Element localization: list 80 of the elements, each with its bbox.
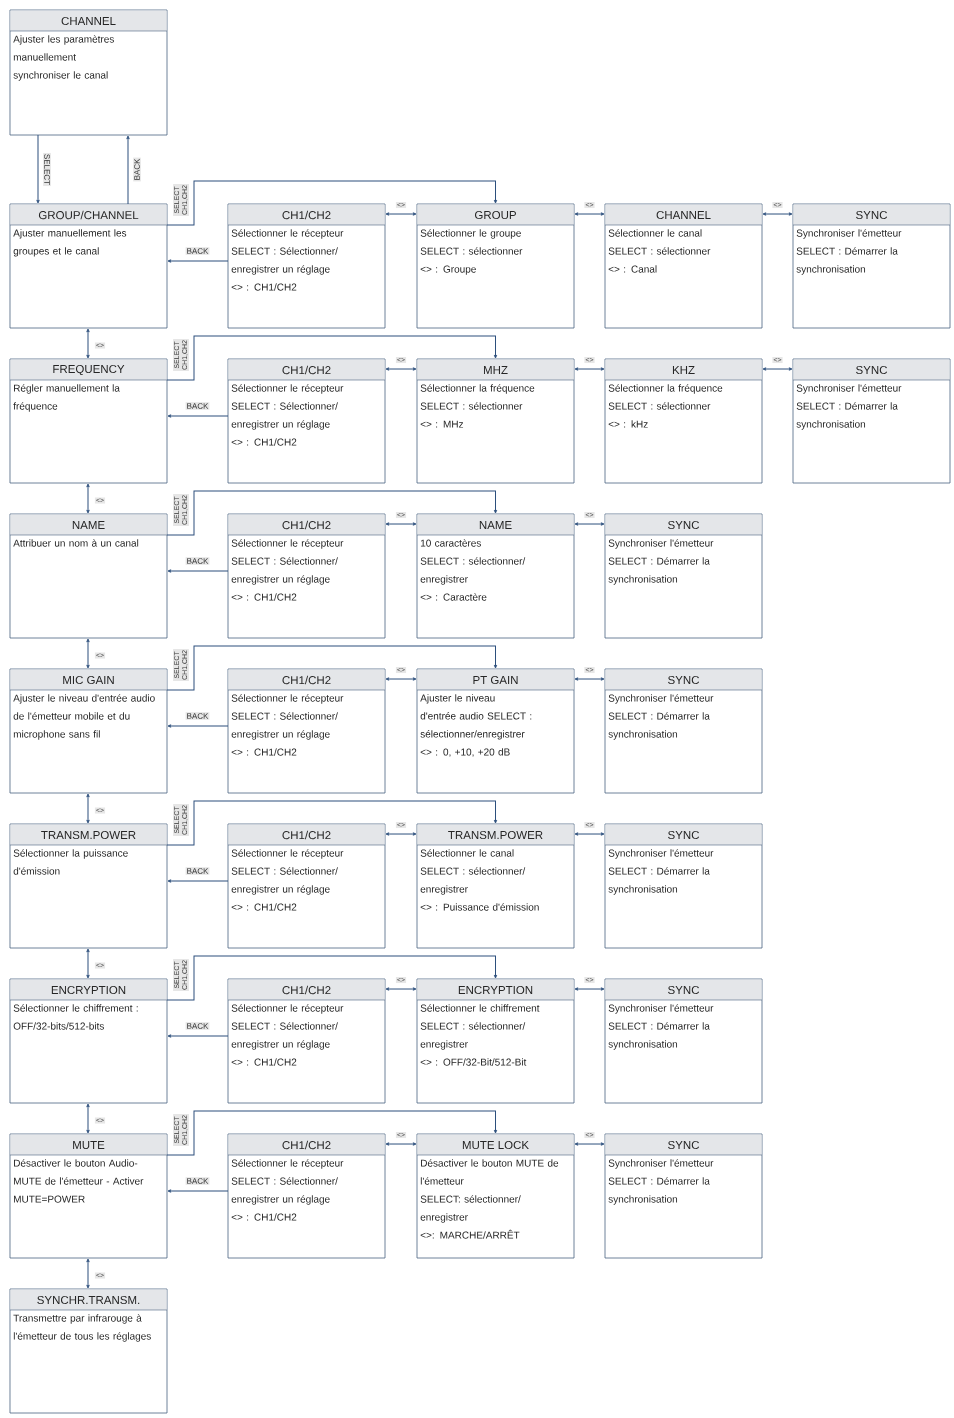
menu-box: SYNCHR.TRANSM. Transmettre par infrarouge à l'émetteur de tous les réglages xyxy=(9,1288,168,1414)
arrow xyxy=(385,367,417,371)
arrow xyxy=(574,832,605,836)
menu-box: CH1/CH2 Sélectionner le récepteur SELECT : Sélectionner/ enregistrer un réglage <> : CH1/CH2 xyxy=(227,358,386,484)
menu-box: CHANNEL Sélectionner le canal SELECT : sélectionner <> : Canal xyxy=(604,203,763,329)
arrow xyxy=(86,793,90,824)
menu-box: SYNC Synchroniser l'émetteur SELECT : Démarrer la synchronisation xyxy=(604,668,763,794)
menu-box: SYNC Synchroniser l'émetteur SELECT : Démarrer la synchronisation xyxy=(792,203,951,329)
menu-box: MUTE Désactiver le bouton Audio-MUTE de l'émetteur - Activer MUTE=POWER xyxy=(9,1133,168,1259)
edge-label: BACK xyxy=(185,557,210,565)
arrow xyxy=(574,1142,605,1146)
menu-box: ENCRYPTION Sélectionner le chiffrement SELECT : sélectionner/ enregistrer <> : OFF/32-Bit/512-Bit xyxy=(416,978,575,1104)
edge-label: BACK xyxy=(185,1177,210,1185)
arrow xyxy=(167,414,229,418)
arrow xyxy=(86,948,90,979)
arrow xyxy=(166,955,498,1001)
menu-box: KHZ Sélectionner la fréquence SELECT : sélectionner <> : kHz xyxy=(604,358,763,484)
edge-label: BACK xyxy=(185,402,210,410)
menu-box: PT GAIN Ajuster le niveau d'entrée audio SELECT : sélectionner/enregistrer <> : 0, +10, +20 dB xyxy=(416,668,575,794)
arrow xyxy=(574,677,605,681)
arrow xyxy=(762,367,793,371)
arrow xyxy=(385,987,417,991)
menu-box: GROUP/CHANNEL Ajuster manuellement les groupes et le canal xyxy=(9,203,168,329)
edge-label: BACK xyxy=(185,247,210,255)
arrow xyxy=(86,1103,90,1134)
arrow xyxy=(385,832,417,836)
arrow xyxy=(166,800,498,846)
edge-label: SELECT xyxy=(43,152,51,187)
arrow xyxy=(86,1258,90,1289)
menu-box: CHANNEL Ajuster les paramètres manuellement synchroniser le canal xyxy=(9,9,168,136)
arrow xyxy=(167,1034,229,1038)
arrow xyxy=(166,335,498,381)
edge-label: BACK xyxy=(133,157,141,182)
menu-box: SYNC Synchroniser l'émetteur SELECT : Démarrer la synchronisation xyxy=(604,513,763,639)
arrow xyxy=(167,724,229,728)
arrow xyxy=(574,212,605,216)
arrow xyxy=(574,987,605,991)
arrow xyxy=(86,638,90,669)
arrow xyxy=(167,1189,229,1193)
arrow xyxy=(166,180,498,226)
arrow xyxy=(86,328,90,359)
menu-box: CH1/CH2 Sélectionner le récepteur SELECT : Sélectionner/ enregistrer un réglage <> : CH1/CH2 xyxy=(227,1133,386,1259)
arrow xyxy=(385,522,417,526)
menu-box: FREQUENCY Régler manuellement la fréquence xyxy=(9,358,168,484)
arrow xyxy=(167,259,229,263)
menu-box: SYNC Synchroniser l'émetteur SELECT : Démarrer la synchronisation xyxy=(604,1133,763,1259)
arrow xyxy=(166,490,498,536)
menu-box: NAME Attribuer un nom à un canal xyxy=(9,513,168,639)
arrow xyxy=(574,522,605,526)
arrow xyxy=(385,677,417,681)
arrow xyxy=(762,212,793,216)
edge-label: BACK xyxy=(185,867,210,875)
menu-box: SYNC Synchroniser l'émetteur SELECT : Démarrer la synchronisation xyxy=(604,978,763,1104)
menu-box: NAME 10 caractères SELECT : sélectionner/ enregistrer <> : Caractère xyxy=(416,513,575,639)
arrow xyxy=(385,1142,417,1146)
arrow xyxy=(126,135,130,205)
menu-box: SYNC Synchroniser l'émetteur SELECT : Démarrer la synchronisation xyxy=(792,358,951,484)
menu-box: CH1/CH2 Sélectionner le récepteur SELECT : Sélectionner/ enregistrer un réglage <> : CH1/CH2 xyxy=(227,978,386,1104)
arrow xyxy=(574,367,605,371)
arrow xyxy=(385,212,417,216)
menu-box: GROUP Sélectionner le groupe SELECT : sélectionner <> : Groupe xyxy=(416,203,575,329)
menu-box: CH1/CH2 Sélectionner le récepteur SELECT : Sélectionner/ enregistrer un réglage <> : CH1/CH2 xyxy=(227,513,386,639)
menu-box: MUTE LOCK Désactiver le bouton MUTE de l'émetteur SELECT: sélectionner/ enregistrer <>: MARCHE/ARRÊT xyxy=(416,1133,575,1259)
menu-box: CH1/CH2 Sélectionner le récepteur SELECT : Sélectionner/ enregistrer un réglage <> : CH1/CH2 xyxy=(227,203,386,329)
arrow xyxy=(166,645,498,691)
menu-box: ENCRYPTION Sélectionner le chiffrement : OFF/32-bits/512-bits xyxy=(9,978,168,1104)
arrow xyxy=(167,879,229,883)
edge-label: BACK xyxy=(185,1022,210,1030)
menu-box: TRANSM.POWER Sélectionner le canal SELECT : sélectionner/ enregistrer <> : Puissance d'émission xyxy=(416,823,575,949)
menu-box: TRANSM.POWER Sélectionner la puissance d'émission xyxy=(9,823,168,949)
arrow xyxy=(167,569,229,573)
arrow xyxy=(166,1110,498,1156)
arrow xyxy=(36,134,40,204)
menu-box: SYNC Synchroniser l'émetteur SELECT : Démarrer la synchronisation xyxy=(604,823,763,949)
menu-box: CH1/CH2 Sélectionner le récepteur SELECT : Sélectionner/ enregistrer un réglage <> : CH1/CH2 xyxy=(227,668,386,794)
edge-label: BACK xyxy=(185,712,210,720)
menu-box: MHZ Sélectionner la fréquence SELECT : sélectionner <> : MHz xyxy=(416,358,575,484)
menu-box: CH1/CH2 Sélectionner le récepteur SELECT : Sélectionner/ enregistrer un réglage <> : CH1/CH2 xyxy=(227,823,386,949)
menu-box: MIC GAIN Ajuster le niveau d'entrée audio de l'émetteur mobile et du microphone sans fil xyxy=(9,668,168,794)
arrow xyxy=(86,483,90,514)
